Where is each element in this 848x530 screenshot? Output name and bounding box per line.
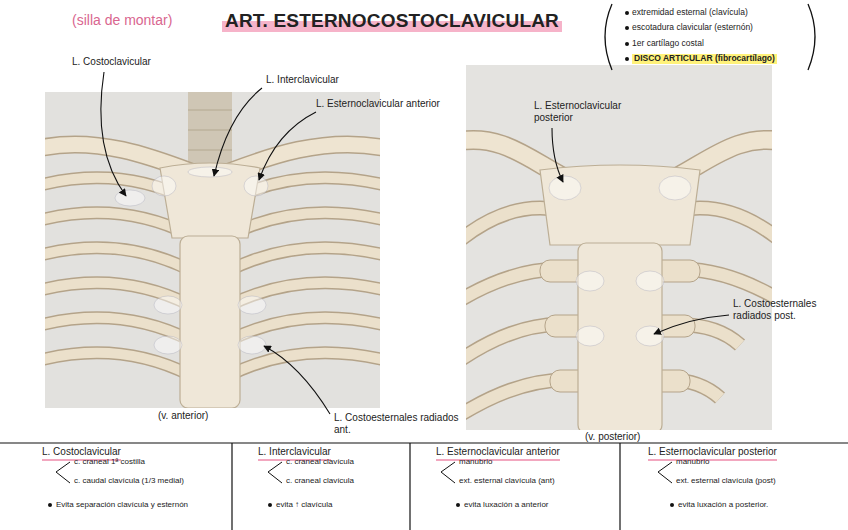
anterior-view — [154, 336, 182, 354]
table-cell: manubrio — [676, 457, 709, 466]
table-cell: evita ↑ clavícula — [276, 500, 332, 509]
leader-lines — [214, 88, 262, 176]
table-cell: evita luxación a posterior. — [678, 500, 768, 509]
bullet — [48, 503, 52, 507]
anterior-view — [180, 236, 240, 408]
posterior-view — [636, 271, 664, 291]
table-rule — [0, 443, 848, 530]
list-item: escotadura clavicular (esternón) — [632, 23, 753, 33]
bracket — [808, 4, 815, 70]
leader-lines — [101, 72, 729, 414]
table-rule — [409, 443, 410, 530]
posterior-view — [540, 165, 700, 245]
table-heading: L. Esternoclavicular posterior — [648, 446, 777, 461]
anterior-view — [188, 167, 232, 177]
posterior-view — [466, 140, 772, 430]
bracket — [605, 4, 815, 70]
anterior-view — [154, 296, 182, 314]
view-label: (v. posterior) — [585, 431, 640, 443]
anterior-view — [115, 190, 145, 206]
table-cell: c. craneal clavícula — [286, 476, 354, 485]
note: (silla de montar) — [72, 12, 172, 28]
title: ART. ESTERNOCOSTOCLAVICULAR — [222, 10, 562, 32]
table-cell: Evita separación clavícula y esternón — [56, 500, 188, 509]
bullet — [625, 57, 629, 61]
leader-lines — [264, 346, 330, 414]
bullet — [625, 26, 629, 30]
table-cell: ext. esternal clavícula (post) — [676, 476, 776, 485]
table-cell: ext. esternal clavícula (ant) — [459, 476, 555, 485]
leader-lines — [654, 315, 729, 334]
table-cell: c. craneal 1ª costilla — [74, 457, 145, 466]
bullet — [48, 11, 674, 507]
bullet — [268, 503, 272, 507]
part-label: L. Costoesternales radiados post. — [733, 298, 837, 321]
posterior-view — [576, 326, 604, 346]
posterior-view — [636, 326, 664, 346]
posterior-view — [576, 271, 604, 291]
part-label: L. Costoesternales radiados ant. — [334, 412, 476, 435]
list-item: extremidad esternal (clavícula) — [632, 8, 748, 18]
view-label: (v. anterior) — [158, 410, 208, 422]
table-rule — [231, 443, 232, 530]
posterior-view — [549, 176, 691, 346]
bracket — [605, 4, 612, 70]
bullet — [625, 11, 629, 15]
posterior-view — [659, 176, 691, 200]
table-cell: manubrio — [459, 457, 492, 466]
table-rule — [619, 443, 620, 530]
table-heading: L. Esternoclavicular anterior — [436, 446, 560, 461]
part-label: L. Costoclavicular — [72, 56, 151, 68]
bullet — [670, 503, 674, 507]
leader-lines — [552, 128, 563, 182]
anterior-view — [238, 336, 266, 354]
anterior-view — [40, 92, 385, 408]
part-label: L. Esternoclavicular anterior — [316, 98, 440, 110]
anterior-view — [160, 163, 260, 238]
branch-bracket — [268, 462, 282, 483]
branch-bracket — [441, 462, 455, 483]
anterior-view — [152, 176, 176, 196]
leader-lines — [101, 72, 126, 196]
anterior-view — [188, 92, 232, 184]
anterior-view — [238, 296, 266, 314]
posterior-view — [455, 65, 785, 433]
table-cell: evita luxación a anterior — [464, 500, 549, 509]
table-cell: c. craneal clavícula — [286, 457, 354, 466]
table-rule — [0, 442, 848, 443]
list-item: 1er cartílago costal — [632, 39, 704, 49]
anterior-view — [244, 176, 268, 196]
bullet — [456, 503, 460, 507]
bullet — [625, 42, 629, 46]
leader-lines — [259, 112, 316, 180]
part-label: L. Interclavicular — [266, 74, 339, 86]
posterior-view — [549, 176, 581, 200]
table-cell: c. caudal clavícula (1/3 medial) — [74, 476, 184, 485]
branch-bracket — [56, 462, 70, 483]
anterior-view — [115, 167, 268, 354]
branch-bracket — [658, 462, 672, 483]
anterior-view — [45, 92, 380, 408]
part-label: L. Esternoclavicular posterior — [534, 100, 646, 123]
list-item: DISCO ARTICULAR (fibrocartílago) — [632, 54, 777, 64]
